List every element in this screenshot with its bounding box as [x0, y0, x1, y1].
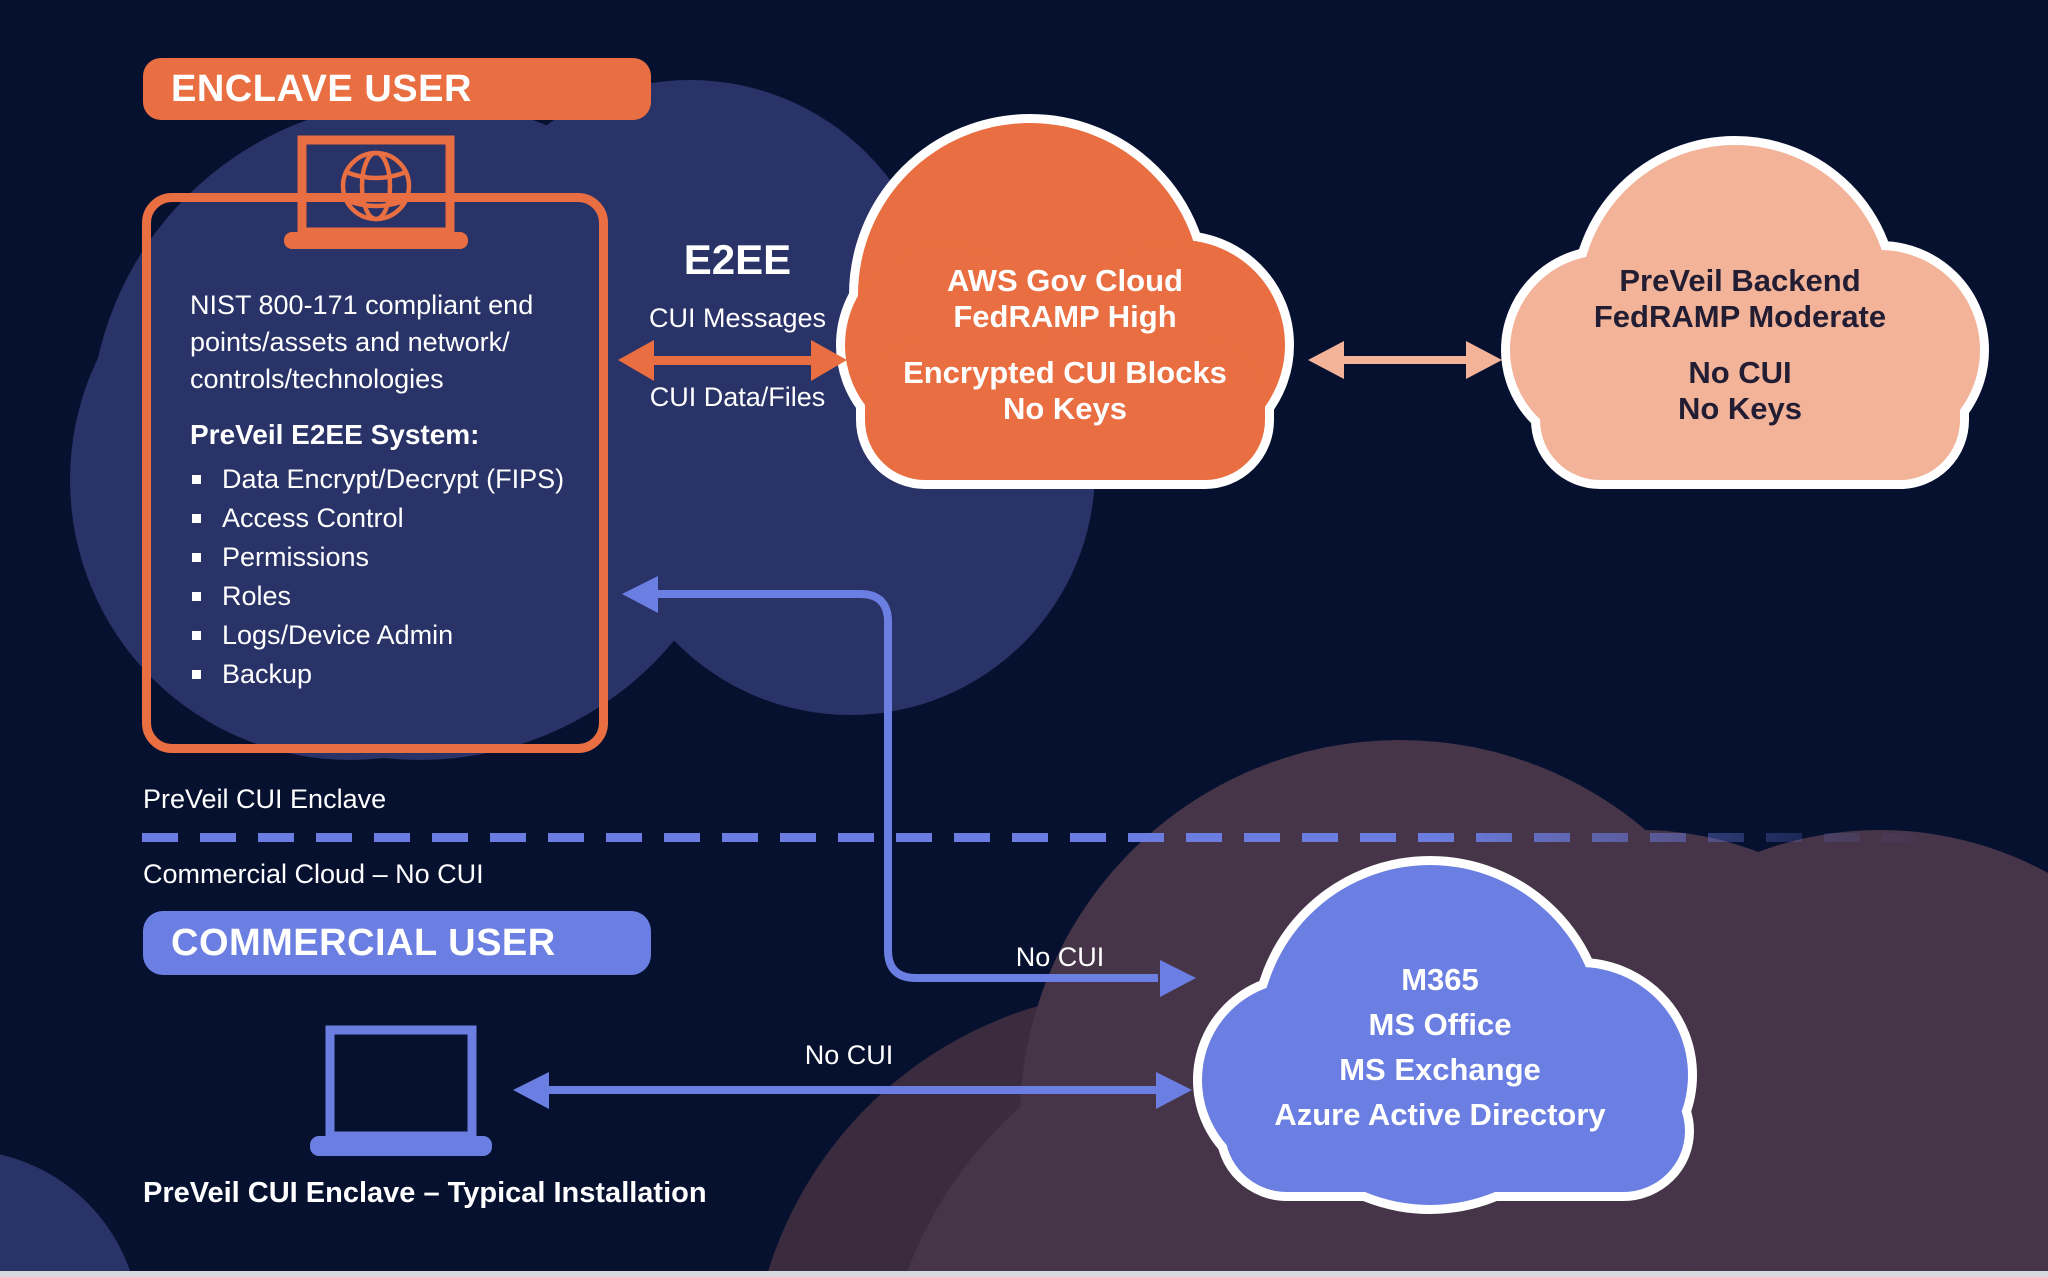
enclave-laptop-icon [284, 135, 468, 249]
preveil-backend-cloud-shape [1501, 136, 1989, 489]
m365-cloud-services: M365 MS Office MS Exchange Azure Active … [1274, 962, 1606, 1132]
divider-label-commercial: Commercial Cloud – No CUI [143, 859, 484, 889]
feature-label: Logs/Device Admin [222, 620, 454, 650]
feature-label: Access Control [222, 503, 404, 533]
preveil-cloud-body: No CUI No Keys [1677, 355, 1803, 426]
feature-label: Permissions [222, 542, 370, 572]
feature-label: Roles [222, 581, 292, 611]
bullet-square-icon [192, 670, 201, 679]
list-item: Access Control [192, 499, 564, 538]
list-item: Roles [192, 577, 564, 616]
commercial-user-badge: COMMERCIAL USER [143, 911, 651, 975]
enclave-system-box [142, 193, 608, 753]
enclave-box-description: NIST 800-171 compliant end points/assets… [190, 290, 534, 394]
list-item: Permissions [192, 538, 564, 577]
bullet-square-icon [192, 553, 201, 562]
list-item: Backup [192, 655, 564, 694]
list-item: Data Encrypt/Decrypt (FIPS) [192, 460, 564, 499]
no-cui-label-elbow-arrow: No CUI [1015, 942, 1105, 972]
divider-label-enclave: PreVeil CUI Enclave [143, 784, 387, 814]
commercial-laptop-icon [310, 1025, 492, 1156]
aws-cloud-shape [836, 114, 1294, 489]
m365-enclave-elbow-arrow [622, 576, 1196, 997]
bullet-square-icon [192, 631, 201, 640]
preveil-cloud-title: PreVeil Backend FedRAMP Moderate [1593, 263, 1887, 334]
m365-cloud-shape [1193, 856, 1697, 1214]
enclave-boundary-dashed-line [142, 833, 1992, 842]
aws-cloud-title: AWS Gov Cloud FedRAMP High [947, 263, 1183, 334]
e2ee-title: E2EE [683, 236, 792, 283]
preveil-feature-list: Data Encrypt/Decrypt (FIPS) Access Contr… [192, 460, 564, 694]
e2ee-double-arrow [618, 340, 847, 381]
cui-data-files-label: CUI Data/Files [649, 382, 826, 412]
bullet-square-icon [192, 514, 201, 523]
aws-preveil-double-arrow [1308, 341, 1502, 379]
window-bottom-edge [0, 1271, 2048, 1277]
cui-messages-label: CUI Messages [648, 303, 827, 333]
enclave-user-badge: ENCLAVE USER [143, 58, 651, 120]
feature-label: Data Encrypt/Decrypt (FIPS) [222, 464, 565, 494]
bullet-square-icon [192, 475, 201, 484]
aws-cloud-body: Encrypted CUI Blocks No Keys [903, 355, 1227, 426]
bullet-square-icon [192, 592, 201, 601]
laptop-m365-double-arrow [513, 1072, 1192, 1109]
preveil-system-heading: PreVeil E2EE System: [190, 419, 480, 450]
list-item: Logs/Device Admin [192, 616, 564, 655]
feature-label: Backup [222, 659, 313, 689]
no-cui-label-laptop-arrow: No CUI [804, 1040, 894, 1070]
diagram-caption: PreVeil CUI Enclave – Typical Installati… [143, 1177, 707, 1209]
